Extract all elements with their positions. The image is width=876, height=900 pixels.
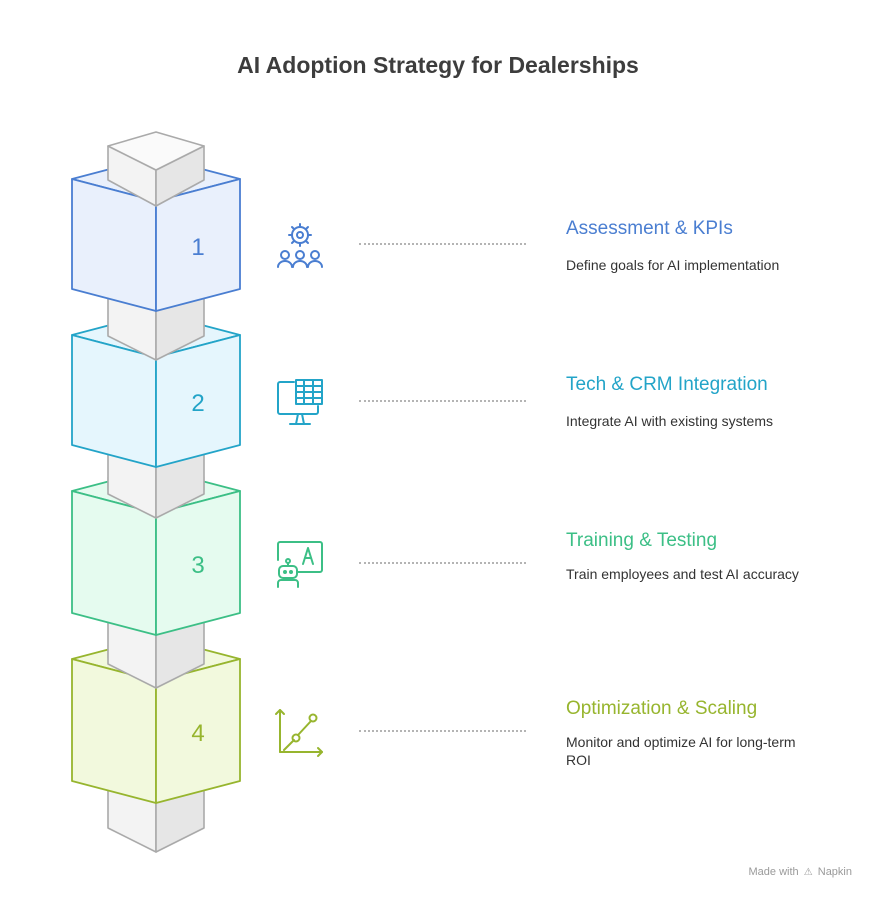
step-title-3: Training & Testing — [566, 530, 718, 551]
step-title-2: Tech & CRM Integration — [566, 374, 768, 395]
block-4-right-face — [155, 658, 241, 804]
connector-2 — [359, 400, 526, 402]
napkin-credit[interactable]: Made with ⚠︎ Napkin — [749, 866, 852, 878]
block-2-right-face — [155, 334, 241, 468]
step-title-4: Optimization & Scaling — [566, 698, 758, 719]
block-stack: 4 3 2 1 — [71, 131, 241, 853]
block-3-left-face — [71, 490, 157, 636]
step-desc-3: Train employees and test AI accuracy — [566, 566, 799, 582]
block-4-number: 4 — [191, 720, 204, 747]
block-1-right-face — [155, 178, 241, 312]
step-desc-1: Define goals for AI implementation — [566, 257, 780, 273]
shaft-top — [107, 131, 205, 207]
block-3-right-face — [155, 490, 241, 636]
diagram-title: AI Adoption Strategy for Dealerships — [237, 52, 639, 78]
made-with-label: Made with — [748, 866, 799, 878]
step-title-1: Assessment & KPIs — [566, 218, 733, 239]
block-2-number: 2 — [191, 390, 204, 417]
block-3-number: 3 — [191, 552, 204, 579]
block-1-number: 1 — [191, 234, 204, 261]
gear-users-icon — [277, 223, 323, 268]
robot-board-icon — [277, 541, 323, 588]
connector-1 — [359, 243, 526, 245]
growth-chart-icon — [275, 709, 323, 757]
napkin-brand-label: Napkin — [817, 866, 852, 878]
step-desc-4: Monitor and optimize AI for long-term RO… — [566, 734, 796, 768]
connector-3 — [359, 562, 526, 564]
block-2-left-face — [71, 334, 157, 468]
napkin-logo-icon: ⚠︎ — [803, 867, 813, 878]
monitor-table-icon — [277, 379, 323, 425]
step-desc-2: Integrate AI with existing systems — [566, 413, 773, 429]
connector-4 — [359, 730, 526, 732]
